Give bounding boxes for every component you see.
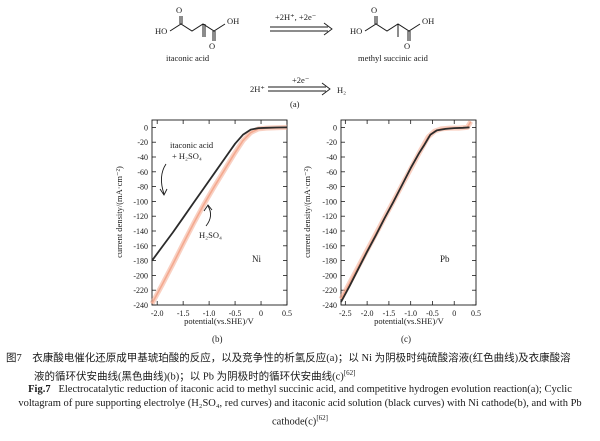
- caption-english: Fig.7 Electrocatalytic reduction of itac…: [6, 383, 594, 430]
- y-tick-label: -240: [133, 301, 148, 310]
- x-tick-label: -2.5: [339, 309, 352, 318]
- itaconic-ho: HO: [155, 26, 167, 36]
- annotation-itaconic-line1: itaconic acid: [170, 140, 214, 150]
- y-tick-label: -180: [322, 257, 337, 266]
- y-tick-label: -120: [133, 212, 148, 221]
- chart-panel-ni: -2.0 -1.5 -1.0 -0.5 0 0.5 0 -20 -40 -60 -80 -100 -12…: [114, 119, 292, 344]
- x-axis-label: potential(vs.SHE)/V: [184, 316, 255, 326]
- caption-chinese: 图7 衣康酸电催化还原成甲基琥珀酸的反应，以及竞争性的析氢反应(a)；以 Ni …: [6, 352, 594, 385]
- y-tick-label: -80: [326, 183, 337, 192]
- y-tick-label: -240: [322, 301, 337, 310]
- figure: O HO O OH O HO O OH itaconic acid methyl…: [114, 5, 481, 344]
- x-tick-label: -0.5: [426, 309, 439, 318]
- y-tick-label: -160: [133, 242, 148, 251]
- x-tick-label: -2.0: [361, 309, 374, 318]
- y-tick-label: -140: [133, 227, 148, 236]
- electrode-label-ni: Ni: [252, 254, 261, 264]
- caption-english-ref: [62]: [316, 414, 328, 422]
- plot-frame: [340, 119, 477, 306]
- annotation-arrowhead-black: [159, 188, 168, 196]
- x-tick-label: 0: [452, 309, 456, 318]
- itaconic-oh: OH: [227, 16, 239, 26]
- y-tick-label: -20: [137, 138, 148, 147]
- y-tick-label: 0: [144, 123, 148, 132]
- top-reaction-conditions: +2H⁺, +2e⁻: [275, 12, 316, 22]
- series-line-black: [340, 126, 470, 303]
- annotation-arrow-red: [205, 205, 211, 227]
- caption-chinese-line2: 液的循环伏安曲线(黑色曲线)(b)；以 Pb 为阴极时的循环伏安曲线(c): [34, 371, 344, 383]
- annotation-itaconic-line2: + H₂SO₄: [172, 151, 202, 161]
- panel-b-label: (b): [212, 334, 223, 344]
- plot-frame: [151, 119, 288, 306]
- annotation-h2so4: H₂SO₄: [199, 230, 222, 240]
- y-axis-label: current density/(mA·cm⁻²): [302, 166, 312, 258]
- methylsuccinic-o-top: O: [371, 5, 377, 15]
- reaction-scheme: [169, 16, 421, 41]
- x-tick-label: -1.0: [404, 309, 417, 318]
- y-tick-label: -200: [322, 271, 337, 280]
- chart-panel-pb: -2.5 -2.0 -1.5 -1.0 -0.5 0 0.5 0 -20 -40 -60 -80 -10…: [302, 119, 481, 344]
- x-tick-label: 0.5: [471, 309, 481, 318]
- methyl-succinic-acid-label: methyl succinic acid: [358, 53, 429, 63]
- methylsuccinic-ho: HO: [350, 26, 362, 36]
- itaconic-o-top: O: [176, 5, 182, 15]
- caption-chinese-line2-wrap: 液的循环伏安曲线(黑色曲线)(b)；以 Pb 为阴极时的循环伏安曲线(c)[62…: [6, 366, 594, 385]
- proton-reactant: 2H⁺: [250, 84, 265, 94]
- y-tick-label: -180: [133, 257, 148, 266]
- caption-english-label: Fig.7: [28, 384, 51, 395]
- y-tick-label: -80: [137, 183, 148, 192]
- caption-english-text: Electrocatalytic reduction of itaconic a…: [18, 384, 582, 428]
- panel-c-label: (c): [401, 334, 411, 344]
- reaction-scheme-labels: O HO O OH O HO O OH itaconic acid methyl…: [155, 5, 434, 109]
- y-tick-label: 0: [333, 123, 337, 132]
- series-line-black: [151, 126, 288, 262]
- y-axis-label: current density/(mA·cm⁻²): [114, 166, 124, 258]
- x-axis-label: potential(vs.SHE)/V: [374, 316, 445, 326]
- electrode-label-pb: Pb: [440, 254, 450, 264]
- reaction-arrow-top: [270, 22, 333, 36]
- x-tick-label: 0.5: [282, 309, 292, 318]
- x-tick-label: 0: [259, 309, 263, 318]
- annotation-arrow-black: [161, 163, 167, 195]
- y-tick-label: -60: [326, 168, 337, 177]
- y-tick-label: -100: [322, 197, 337, 206]
- x-tick-label: -1.5: [383, 309, 396, 318]
- series-line-red: [340, 121, 472, 300]
- y-tick-label: -40: [326, 153, 337, 162]
- bottom-reaction-conditions: +2e⁻: [292, 75, 309, 85]
- x-tick-label: -1.0: [203, 309, 216, 318]
- y-tick-label: -220: [322, 286, 337, 295]
- y-tick-label: -160: [322, 242, 337, 251]
- reaction-arrow-bottom: [268, 82, 331, 96]
- methylsuccinic-o-bottom: O: [404, 41, 410, 51]
- itaconic-acid-label: itaconic acid: [166, 53, 210, 63]
- x-tick-label: -0.5: [229, 309, 242, 318]
- caption-chinese-ref: [62]: [343, 369, 356, 377]
- y-tick-label: -120: [322, 212, 337, 221]
- annotation-arrowhead-red: [203, 204, 213, 212]
- x-tick-label: -2.0: [151, 309, 164, 318]
- y-tick-label: -100: [133, 197, 148, 206]
- y-tick-label: -60: [137, 168, 148, 177]
- itaconic-o-bottom: O: [209, 41, 215, 51]
- x-tick-label: -1.5: [177, 309, 190, 318]
- y-tick-label: -200: [133, 271, 148, 280]
- y-tick-label: -20: [326, 138, 337, 147]
- y-tick-label: -220: [133, 286, 148, 295]
- methylsuccinic-oh: OH: [422, 16, 434, 26]
- y-tick-label: -140: [322, 227, 337, 236]
- hydrogen-product: H₂: [337, 85, 346, 95]
- caption-chinese-line1: 图7 衣康酸电催化还原成甲基琥珀酸的反应，以及竞争性的析氢反应(a)；以 Ni …: [6, 353, 571, 364]
- panel-a-label: (a): [290, 99, 300, 109]
- series-line-red-band: [338, 120, 473, 301]
- y-tick-label: -40: [137, 153, 148, 162]
